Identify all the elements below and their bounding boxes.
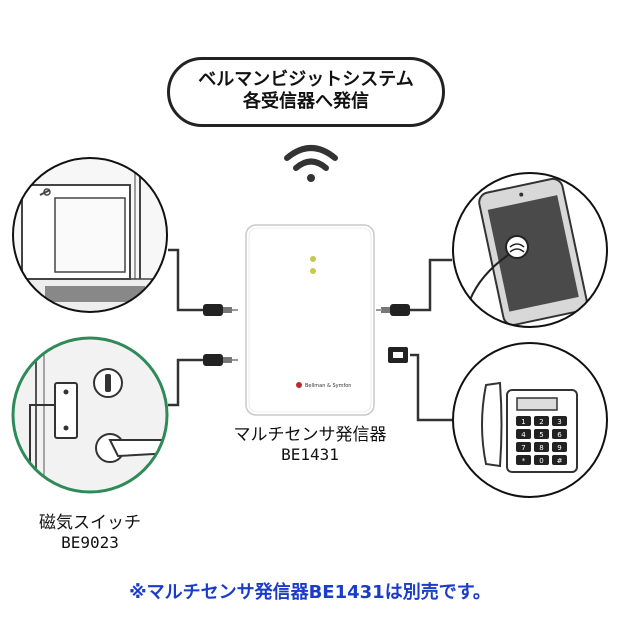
led-icon <box>310 268 316 274</box>
keypad-key-icon <box>516 429 531 439</box>
bubble-subtitle: 各受信器へ発信 <box>243 91 369 112</box>
brand-logo-icon <box>296 382 302 388</box>
keypad-key-icon <box>552 442 567 452</box>
keypad-key-icon <box>534 455 549 465</box>
keypad-key-icon <box>552 455 567 465</box>
cable-lines <box>168 248 452 422</box>
keypad-key-label: 4 <box>521 431 526 439</box>
doormat-icon <box>45 286 145 302</box>
keypad-key-label: 2 <box>539 418 543 426</box>
keypad-key-label: 9 <box>557 444 561 452</box>
keypad-key-icon <box>534 416 549 426</box>
keypad-key-label: # <box>557 457 563 465</box>
keypad-key-icon <box>534 429 549 439</box>
switch-name: 磁気スイッチ <box>39 513 141 533</box>
plug-icon <box>376 304 410 316</box>
keypad-key-label: 5 <box>539 431 543 439</box>
transmitter-device: Bellman & Symfon <box>245 224 375 416</box>
system-bubble: ベルマンビジットシステム 各受信器へ発信 <box>167 57 445 127</box>
keypad-key-label: 8 <box>539 444 543 452</box>
phone-sensor-icon <box>505 235 529 259</box>
transmitter-model: BE1431 <box>281 445 339 464</box>
modular-jack-icon <box>388 347 408 363</box>
keypad-key-label: * <box>522 457 526 465</box>
switch-model: BE9023 <box>61 533 119 552</box>
keypad-key-label: 0 <box>539 457 543 465</box>
keypad-key-label: 1 <box>521 418 525 426</box>
keypad-key-label: 3 <box>557 418 561 426</box>
wifi-icon <box>284 145 338 182</box>
handset-icon <box>481 381 503 468</box>
sold-separately-note: ※マルチセンサ発信器BE1431は別売です。 <box>129 582 491 603</box>
led-icon <box>310 256 316 262</box>
telephone-illustration: 1 2 3 4 5 6 7 8 9 * 0 # <box>452 342 608 498</box>
keypad-key-icon <box>552 416 567 426</box>
bubble-title: ベルマンビジットシステム <box>198 69 414 90</box>
keypad-key-icon <box>534 442 549 452</box>
keypad-key-label: 6 <box>557 431 562 439</box>
door-handle-icon <box>108 439 167 458</box>
switch-caption: 磁気スイッチ BE9023 <box>5 513 175 553</box>
keypad-key-icon <box>516 416 531 426</box>
keypad-key-label: 7 <box>521 444 525 452</box>
plug-icon <box>203 304 238 316</box>
keypad-key-icon <box>552 429 567 439</box>
keypad-key-icon <box>516 442 531 452</box>
switch-illustration <box>11 336 169 494</box>
brand-label: Bellman & Symfon <box>305 383 351 389</box>
plug-icon <box>203 354 238 366</box>
magnet-switch-icon <box>54 382 78 439</box>
transmitter-name: マルチセンサ発信器 <box>233 425 387 445</box>
transmitter-caption: マルチセンサ発信器 BE1431 <box>200 425 420 465</box>
smartphone-illustration <box>452 172 608 328</box>
keypad-key-icon <box>516 455 531 465</box>
